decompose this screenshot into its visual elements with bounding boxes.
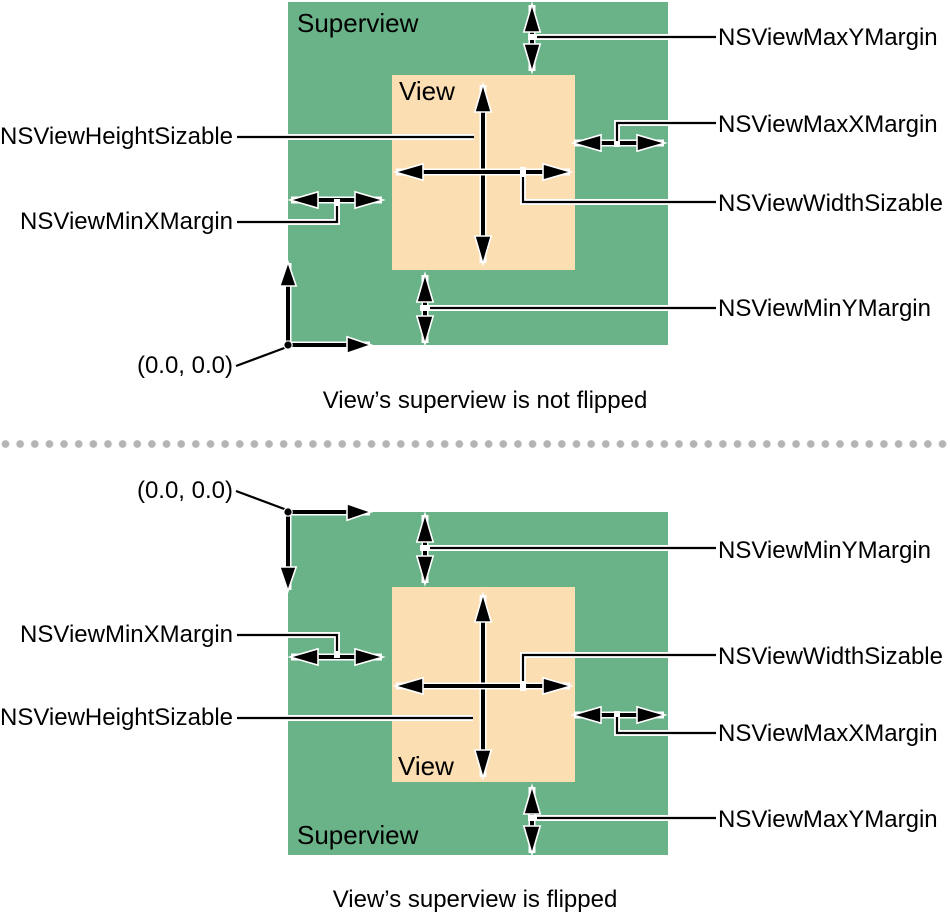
label-height-sizable: NSViewHeightSizable (0, 704, 234, 731)
label-height-sizable: NSViewHeightSizable (0, 123, 234, 150)
superview-label: Superview (297, 8, 419, 38)
label-min-y-margin: NSViewMinYMargin (718, 537, 931, 564)
label-min-x-margin: NSViewMinXMargin (20, 208, 233, 235)
label-max-y-margin: NSViewMaxYMargin (718, 24, 938, 51)
label-max-x-margin: NSViewMaxXMargin (718, 111, 938, 138)
origin-connector (234, 488, 289, 513)
view-label: View (399, 76, 455, 106)
label-width-sizable: NSViewWidthSizable (718, 643, 943, 670)
dotted-separator (1, 439, 949, 449)
diagram-caption: View’s superview is flipped (332, 886, 618, 913)
view-label: View (398, 751, 454, 781)
label-min-x-margin: NSViewMinXMargin (20, 621, 233, 648)
label-max-x-margin: NSViewMaxXMargin (718, 720, 938, 747)
diagram-caption: View’s superview is not flipped (322, 387, 648, 414)
origin-connector (234, 344, 289, 369)
label-max-y-margin: NSViewMaxYMargin (718, 806, 938, 833)
origin-label: (0.0, 0.0) (136, 477, 233, 504)
label-width-sizable: NSViewWidthSizable (718, 190, 943, 217)
origin-label: (0.0, 0.0) (136, 352, 233, 379)
superview-label: Superview (297, 820, 419, 850)
label-min-y-margin: NSViewMinYMargin (718, 295, 931, 322)
